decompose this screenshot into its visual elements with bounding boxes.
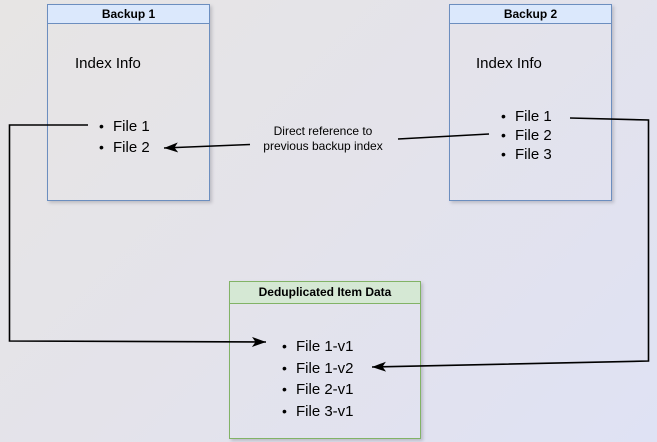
bullet-icon: • [501,127,506,143]
direct-reference-label: Direct reference to previous backup inde… [238,124,408,154]
backup1-index-info-label: Index Info [75,55,141,72]
list-item: • File 3-v1 [282,401,354,423]
list-item: • File 2 [501,126,552,145]
backup1-title: Backup 1 [48,5,209,24]
backup2-index-info-label: Index Info [476,55,542,72]
list-item: • File 1-v2 [282,358,354,380]
dedup-file-list: • File 1-v1 • File 1-v2 • File 2-v1 • File 3… [282,336,354,422]
backup2-title: Backup 2 [450,5,611,24]
file-label: File 3-v1 [296,402,354,420]
dedup-box: Deduplicated Item Data • File 1-v1 • File … [229,281,421,439]
backup2-file-list: • File 1 • File 2 • File 3 [501,107,552,164]
backup1-file-list: • File 1 • File 2 [99,116,150,158]
list-item: • File 2-v1 [282,379,354,401]
backup1-box: Backup 1 Index Info • File 1 • File 2 [47,4,210,201]
list-item: • File 3 [501,145,552,164]
list-item: • File 1-v1 [282,336,354,358]
bullet-icon: • [99,118,104,134]
file-label: File 2 [113,139,150,156]
file-label: File 1-v2 [296,359,354,377]
file-label: File 1 [113,118,150,135]
bullet-icon: • [99,139,104,155]
direct-reference-label-line2: previous backup index [263,139,383,153]
list-item: • File 2 [99,137,150,158]
bullet-icon: • [501,146,506,162]
direct-reference-label-line1: Direct reference to [273,124,373,138]
dedup-title: Deduplicated Item Data [230,282,420,304]
file-label: File 3 [515,146,552,163]
file-label: File 1 [515,108,552,125]
bullet-icon: • [501,108,506,124]
file-label: File 1-v1 [296,338,354,355]
bullet-icon: • [282,359,287,376]
file-label: File 2 [515,127,552,144]
bullet-icon: • [282,338,287,354]
list-item: • File 1 [99,116,150,137]
bullet-icon: • [282,381,287,397]
file-label: File 2-v1 [296,381,354,398]
list-item: • File 1 [501,107,552,126]
backup2-box: Backup 2 Index Info • File 1 • File 2 • Fil… [449,4,612,201]
bullet-icon: • [282,402,287,419]
